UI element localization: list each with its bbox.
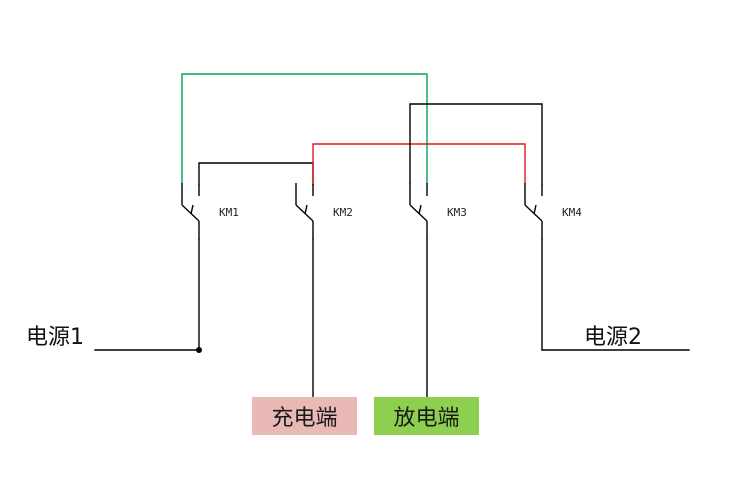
km4-label: KM4 bbox=[562, 206, 582, 219]
source2-line bbox=[541, 239, 690, 351]
red-wire-km2-km4 bbox=[312, 143, 526, 185]
charge-terminal-label: 充电端 bbox=[252, 397, 357, 435]
switch-km1 bbox=[181, 183, 200, 240]
black-wire-km1-km2 bbox=[198, 162, 314, 185]
switch-km2 bbox=[295, 183, 314, 240]
source1-label: 电源1 bbox=[26, 325, 84, 350]
km1-label: KM1 bbox=[219, 206, 239, 219]
km3-label: KM3 bbox=[447, 206, 467, 219]
source1-line bbox=[94, 239, 200, 351]
source2-label: 电源2 bbox=[584, 325, 642, 350]
junction-dot bbox=[196, 347, 202, 353]
green-wire-km1-km3 bbox=[181, 73, 428, 184]
switch-km3 bbox=[409, 183, 428, 240]
discharge-terminal-label: 放电端 bbox=[374, 397, 479, 435]
black-wire-km3-km4 bbox=[409, 103, 543, 185]
km2-label: KM2 bbox=[333, 206, 353, 219]
switch-km4 bbox=[524, 183, 543, 240]
